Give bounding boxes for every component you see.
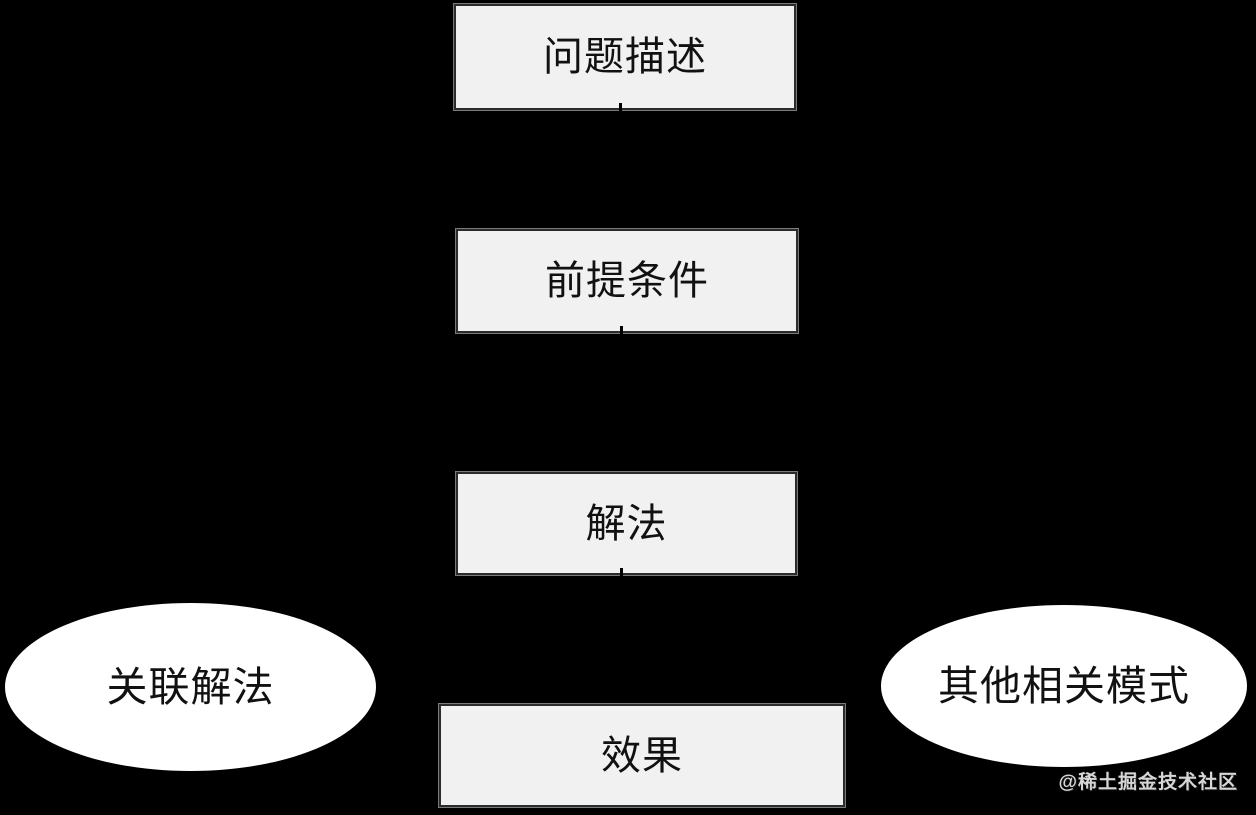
node-precondition-label: 前提条件 [545, 258, 709, 303]
node-solution: 解法 [456, 472, 797, 575]
juejin-watermark: @稀土掘金技术社区 [1058, 772, 1238, 793]
node-related-solutions: 关联解法 [3, 601, 378, 773]
connector-stub [619, 103, 622, 112]
node-precondition: 前提条件 [456, 229, 798, 333]
node-effect: 效果 [439, 704, 845, 807]
node-other-related-patterns: 其他相关模式 [879, 603, 1249, 769]
node-problem-description: 问题描述 [454, 4, 796, 110]
node-effect-label: 效果 [601, 732, 683, 778]
node-solution-label: 解法 [585, 500, 668, 546]
connector-stub [620, 326, 623, 335]
node-problem-description-label: 问题描述 [543, 34, 707, 79]
connector-stub [620, 568, 623, 577]
node-related-solutions-label: 关联解法 [106, 663, 275, 710]
node-other-related-patterns-label: 其他相关模式 [938, 662, 1190, 709]
